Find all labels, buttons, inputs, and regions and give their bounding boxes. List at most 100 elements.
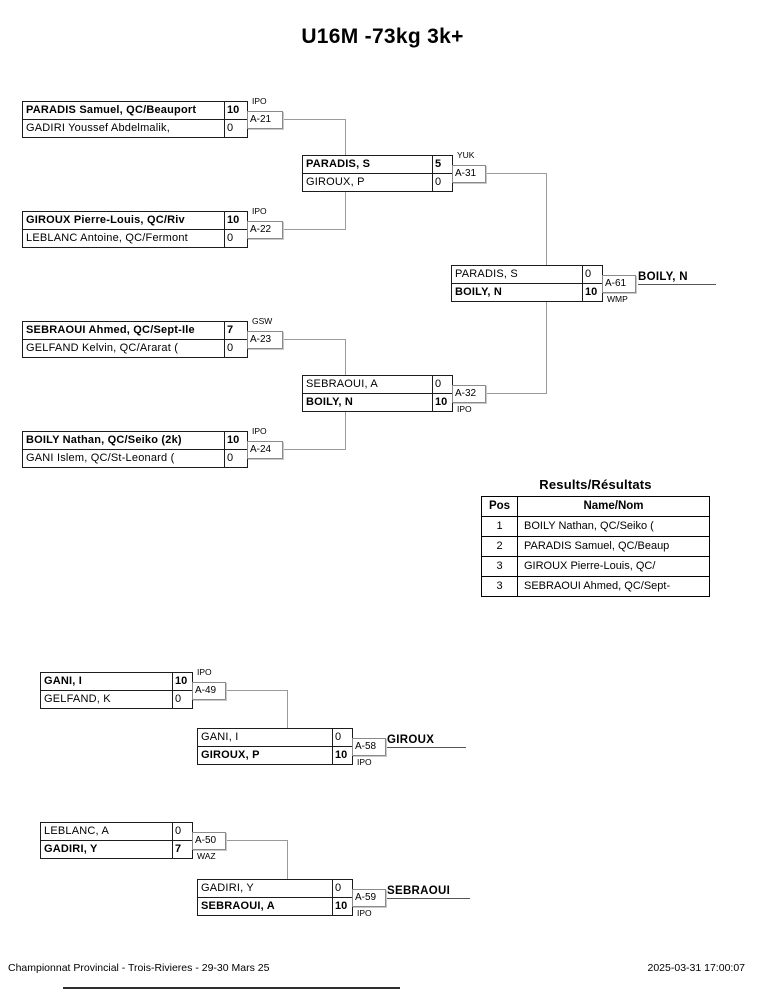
match-number-tab: A-31 (452, 165, 486, 183)
player-score: 0 (332, 729, 352, 746)
match-a58: GANI, I 0 GIROUX, P 10 A-58 IPO (197, 728, 386, 767)
connector-line (486, 393, 546, 394)
player-row: LEBLANC Antoine, QC/Fermont 0 (22, 229, 248, 248)
player-name: GADIRI Youssef Abdelmalik, (26, 122, 170, 134)
result-name: GIROUX Pierre-Louis, QC/ (524, 560, 656, 572)
connector-line (283, 229, 345, 230)
player-name: PARADIS Samuel, QC/Beauport (26, 104, 197, 116)
table-row: 3 SEBRAOUI Ahmed, QC/Sept- (482, 576, 709, 596)
player-score: 10 (172, 673, 192, 690)
player-row: SEBRAOUI Ahmed, QC/Sept-Ile 7 (22, 321, 248, 340)
match-a22: GIROUX Pierre-Louis, QC/Riv 10 LEBLANC A… (22, 207, 283, 248)
player-score: 0 (332, 880, 352, 897)
connector-line (345, 192, 346, 230)
match-number-tab: A-59 (352, 889, 386, 907)
match-a49: GANI, I 10 GELFAND, K 0 A-49 IPO (40, 668, 226, 709)
match-number-tab: A-23 (247, 331, 283, 349)
match-number-tab: A-50 (192, 832, 226, 850)
player-score: 0 (224, 450, 247, 467)
player-score: 10 (332, 898, 352, 915)
results-header-pos: Pos (482, 497, 518, 516)
player-row: GADIRI, Y 7 (40, 840, 193, 859)
connector-line (283, 339, 345, 340)
player-name: GANI, I (44, 675, 83, 687)
winner-label-bronze1: GIROUX (387, 734, 466, 748)
winner-label-bronze2: SEBRAOUI (387, 885, 470, 899)
player-row: PARADIS Samuel, QC/Beauport 10 (22, 101, 248, 120)
player-score: 7 (224, 322, 247, 339)
match-number-tab: A-49 (192, 682, 226, 700)
player-name: GANI, I (201, 731, 239, 743)
player-name: BOILY, N (306, 396, 354, 408)
player-row: GANI, I 0 (197, 728, 353, 747)
connector-line (345, 339, 346, 376)
player-name: GANI Islem, QC/St-Leonard ( (26, 452, 175, 464)
player-row: GELFAND Kelvin, QC/Ararat ( 0 (22, 339, 248, 358)
player-score: 0 (172, 823, 192, 840)
win-code: YUK (456, 150, 476, 160)
match-a23: SEBRAOUI Ahmed, QC/Sept-Ile 7 GELFAND Ke… (22, 317, 283, 358)
table-row: 3 GIROUX Pierre-Louis, QC/ (482, 556, 709, 576)
connector-line (226, 840, 287, 841)
result-name: BOILY Nathan, QC/Seiko ( (524, 520, 654, 532)
player-row: LEBLANC, A 0 (40, 822, 193, 841)
result-pos: 3 (482, 577, 518, 596)
player-score: 0 (432, 174, 452, 191)
player-row: GADIRI Youssef Abdelmalik, 0 (22, 119, 248, 138)
match-a50: LEBLANC, A 0 GADIRI, Y 7 A-50 WAZ (40, 822, 226, 861)
player-row: GIROUX, P 10 (197, 746, 353, 765)
match-a59: GADIRI, Y 0 SEBRAOUI, A 10 A-59 IPO (197, 879, 386, 918)
table-row: 1 BOILY Nathan, QC/Seiko ( (482, 516, 709, 536)
player-name: SEBRAOUI, A (201, 900, 275, 912)
results-header-name: Name/Nom (583, 500, 644, 512)
player-row: GANI, I 10 (40, 672, 193, 691)
connector-line (345, 119, 346, 156)
connector-line (283, 119, 345, 120)
player-name: SEBRAOUI Ahmed, QC/Sept-Ile (26, 324, 195, 336)
footer-timestamp: 2025-03-31 17:00:07 (647, 962, 746, 974)
player-score: 7 (172, 841, 192, 858)
player-row: BOILY, N 10 (302, 393, 453, 412)
win-code: IPO (251, 96, 268, 106)
win-code: WMP (606, 294, 629, 304)
player-row: PARADIS, S 0 (451, 265, 603, 284)
player-score: 0 (224, 120, 247, 137)
player-name: GIROUX, P (201, 749, 260, 761)
win-code: IPO (251, 426, 268, 436)
match-a21: PARADIS Samuel, QC/Beauport 10 GADIRI Yo… (22, 97, 283, 138)
player-name: GELFAND Kelvin, QC/Ararat ( (26, 342, 179, 354)
player-name: GADIRI, Y (44, 843, 98, 855)
player-name: SEBRAOUI, A (306, 378, 378, 390)
player-score: 0 (432, 376, 452, 393)
player-row: GIROUX Pierre-Louis, QC/Riv 10 (22, 211, 248, 230)
player-row: PARADIS, S 5 (302, 155, 453, 174)
connector-line (546, 173, 547, 266)
player-score: 0 (224, 230, 247, 247)
connector-line (546, 302, 547, 394)
results-panel: Results/Résultats Pos Name/Nom 1 BOILY N… (481, 477, 710, 597)
win-code: WAZ (196, 851, 217, 861)
player-name: PARADIS, S (455, 268, 518, 280)
player-name: BOILY Nathan, QC/Seiko (2k) (26, 434, 182, 446)
footer-event-label: Championnat Provincial - Trois-Rivieres … (8, 962, 270, 974)
player-score: 0 (582, 266, 602, 283)
player-name: BOILY, N (455, 286, 503, 298)
win-code: IPO (251, 206, 268, 216)
result-name: PARADIS Samuel, QC/Beaup (524, 540, 670, 552)
player-score: 0 (224, 340, 247, 357)
player-row: BOILY Nathan, QC/Seiko (2k) 10 (22, 431, 248, 450)
result-pos: 1 (482, 517, 518, 536)
connector-line (287, 690, 288, 729)
player-row: GADIRI, Y 0 (197, 879, 353, 898)
win-code: IPO (356, 757, 373, 767)
result-pos: 2 (482, 537, 518, 556)
results-header-row: Pos Name/Nom (482, 497, 709, 516)
player-name: LEBLANC, A (44, 825, 109, 837)
connector-line (486, 173, 546, 174)
player-score: 10 (432, 394, 452, 411)
player-name: PARADIS, S (306, 158, 371, 170)
player-name: GADIRI, Y (201, 882, 254, 894)
table-row: 2 PARADIS Samuel, QC/Beaup (482, 536, 709, 556)
win-code: IPO (196, 667, 213, 677)
connector-line (287, 840, 288, 880)
